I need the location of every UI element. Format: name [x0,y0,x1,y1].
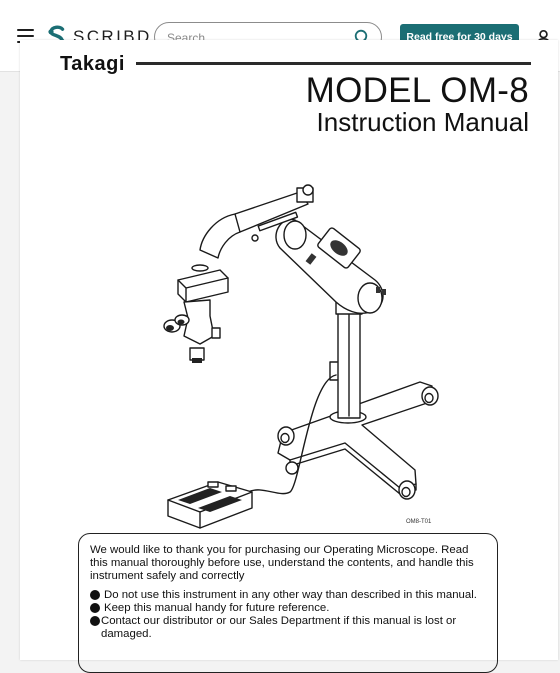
safety-notice-box: We would like to thank you for purchasin… [78,533,498,673]
model-title: MODEL OM-8 [305,71,529,110]
intro-text: We would like to thank you for purchasin… [90,544,474,582]
bullet-dot-icon [90,603,100,613]
header-rule [136,62,531,65]
list-item: Keep this manual handy for future refere… [90,602,487,615]
notice-list: Do not use this instrument in any other … [90,589,487,641]
list-item: Do not use this instrument in any other … [90,589,487,602]
figure-code: OM8-T01 [406,519,432,525]
bullet-dot-icon [90,590,100,600]
bullet-dot-icon [90,616,100,626]
list-item: Contact our distributor or our Sales Dep… [90,615,487,641]
microscope-illustration [163,184,439,529]
document-page: Takagi MODEL OM-8 Instruction Manual [20,40,558,673]
manual-subtitle: Instruction Manual [316,107,529,137]
manufacturer-logo: Takagi [60,53,125,75]
